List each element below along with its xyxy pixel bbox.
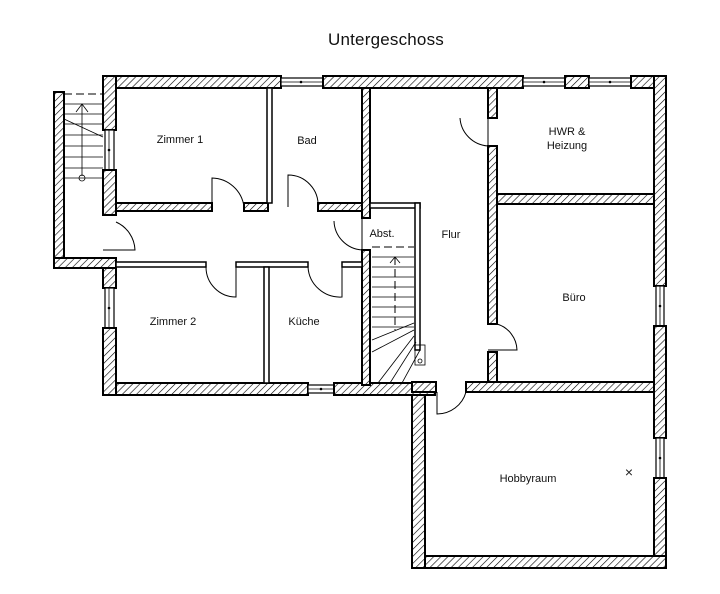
label-bad: Bad: [297, 135, 317, 147]
wall-top-middle: [322, 75, 524, 89]
door-zimmer1: [211, 177, 245, 211]
label-buero: Büro: [562, 292, 585, 304]
wall-z1-bottom-right: [243, 202, 269, 212]
wall-top-left: [102, 75, 282, 89]
wall-kueche-top-right: [341, 261, 363, 268]
door-zimmer2: [205, 266, 237, 298]
plan-title: Untergeschoss: [328, 30, 444, 49]
wall-left-z1-top: [102, 75, 117, 131]
wall-flur-hobby-left: [411, 381, 437, 393]
door-buero: [488, 323, 518, 351]
label-hobbyraum: Hobbyraum: [500, 473, 557, 485]
wall-bottom-hobby: [411, 555, 667, 569]
wall-left-z2-bottom: [102, 327, 117, 396]
wall-bad-flur: [361, 87, 371, 219]
door-hwr: [459, 117, 489, 147]
label-abst: Abst.: [369, 228, 394, 240]
wall-z1-bottom: [115, 202, 213, 212]
wall-right-upper: [653, 75, 667, 287]
label-zimmer2: Zimmer 2: [150, 316, 196, 328]
wall-z2-top-right: [235, 261, 309, 268]
wall-ext-stair: [53, 91, 65, 269]
wall-ext-stair-bottom: [53, 257, 117, 269]
wall-abst-top: [369, 202, 421, 209]
door-kueche: [307, 266, 343, 298]
wall-bottom-left: [102, 382, 309, 396]
label-kueche: Küche: [288, 316, 319, 328]
wall-z2-top: [115, 261, 207, 268]
wall-flur-hwr-top: [487, 87, 498, 119]
wall-left-z1-bottom: [102, 169, 117, 216]
wall-top-pier: [564, 75, 590, 89]
wall-right-lower: [653, 477, 667, 569]
wall-bad-bottom: [317, 202, 363, 212]
label-flur: Flur: [442, 229, 461, 241]
door-bad: [287, 174, 319, 208]
door-exterior: [103, 221, 136, 251]
wall-right-middle: [653, 325, 667, 439]
wall-left-hobby: [411, 391, 426, 569]
wall-flur-hwr: [487, 145, 498, 325]
interior-staircase: [371, 246, 426, 384]
label-hwr-line2: Heizung: [547, 140, 587, 152]
wall-z2-kueche: [263, 266, 270, 384]
door-hobbyraum: [436, 391, 467, 415]
wall-buero-hobby: [465, 381, 655, 393]
label-zimmer1: Zimmer 1: [157, 134, 203, 146]
wall-hwr-buero: [496, 193, 655, 205]
door-abst: [333, 218, 363, 251]
label-hwr-line1: HWR &: [549, 126, 586, 138]
wall-abst-right: [414, 202, 421, 351]
wall-z1-bad: [266, 87, 273, 204]
wall-abst-left: [361, 249, 371, 386]
exterior-staircase: [63, 93, 104, 182]
x-marker-icon: ×: [625, 464, 633, 480]
